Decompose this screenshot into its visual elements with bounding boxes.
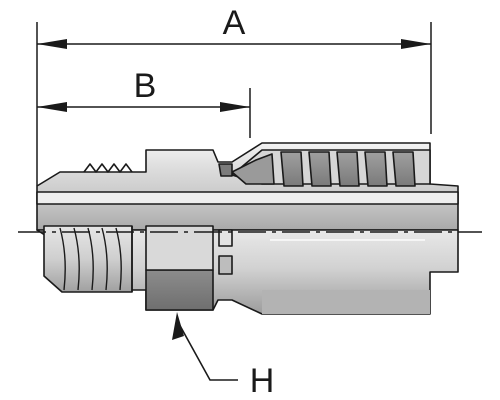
hex-label: H bbox=[250, 362, 275, 400]
dimension-b-label: B bbox=[134, 67, 157, 105]
fitting-body bbox=[36, 142, 459, 315]
thread-end-lower bbox=[43, 225, 133, 293]
tube-bore-upper bbox=[36, 191, 459, 205]
dimension-b-arrow-left-icon bbox=[37, 102, 67, 112]
hex-callout-leader bbox=[177, 321, 238, 381]
dimension-a: A bbox=[36, 4, 432, 186]
dimension-b-arrow-right-icon bbox=[220, 102, 250, 112]
groove-upper bbox=[218, 229, 233, 247]
dimension-a-arrow-left-icon bbox=[37, 39, 67, 49]
thread-teeth bbox=[59, 227, 122, 291]
hex-callout: H bbox=[172, 312, 274, 400]
dimension-b: B bbox=[37, 67, 251, 138]
dimension-a-label: A bbox=[223, 4, 246, 42]
nipple-groove bbox=[218, 163, 233, 177]
sleeve-lower-shade bbox=[262, 290, 430, 314]
groove-lower bbox=[218, 255, 233, 275]
hex-nut bbox=[145, 269, 214, 311]
hex-nut-top-face bbox=[145, 225, 214, 271]
barb-ridges bbox=[280, 151, 416, 187]
hex-callout-arrow-icon bbox=[172, 312, 184, 340]
dimension-a-arrow-right-icon bbox=[401, 39, 431, 49]
sleeve-taper bbox=[231, 153, 275, 185]
thread-crest-upper bbox=[83, 163, 133, 173]
